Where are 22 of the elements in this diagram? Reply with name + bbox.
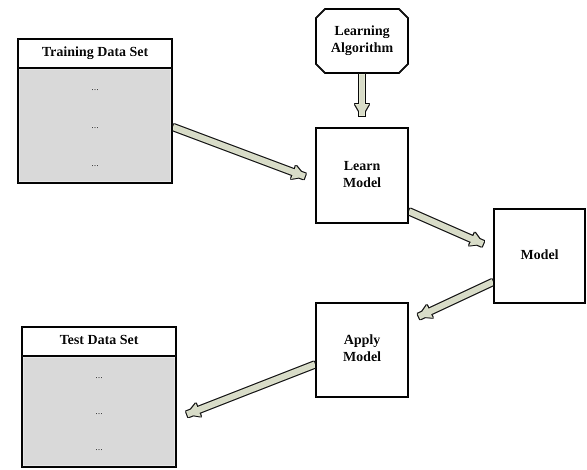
node-label: Model xyxy=(519,248,560,264)
block-arrow xyxy=(408,208,484,247)
process-box xyxy=(315,127,409,224)
ellipsis-row: ... xyxy=(91,82,99,94)
ellipsis-row: ... xyxy=(95,406,103,417)
block-arrow xyxy=(418,279,494,320)
block-arrow xyxy=(186,362,316,418)
node-label: Learning Algorithm xyxy=(330,24,394,58)
block-arrow xyxy=(172,124,306,180)
table-heading: Test Data Set xyxy=(60,333,138,350)
ellipsis-row: ... xyxy=(91,120,99,131)
data-table xyxy=(17,38,173,184)
ellipsis-row: ... xyxy=(95,370,103,381)
ellipsis-row: ... xyxy=(95,442,103,454)
table-heading: Training Data Set xyxy=(42,45,148,62)
data-table xyxy=(21,326,177,468)
node-label: Apply Model xyxy=(342,333,382,367)
ellipsis-row: ... xyxy=(91,158,99,169)
block-arrow xyxy=(355,74,369,116)
node-label: Learn Model xyxy=(342,158,382,192)
process-box xyxy=(315,302,409,398)
process-box xyxy=(493,208,586,304)
